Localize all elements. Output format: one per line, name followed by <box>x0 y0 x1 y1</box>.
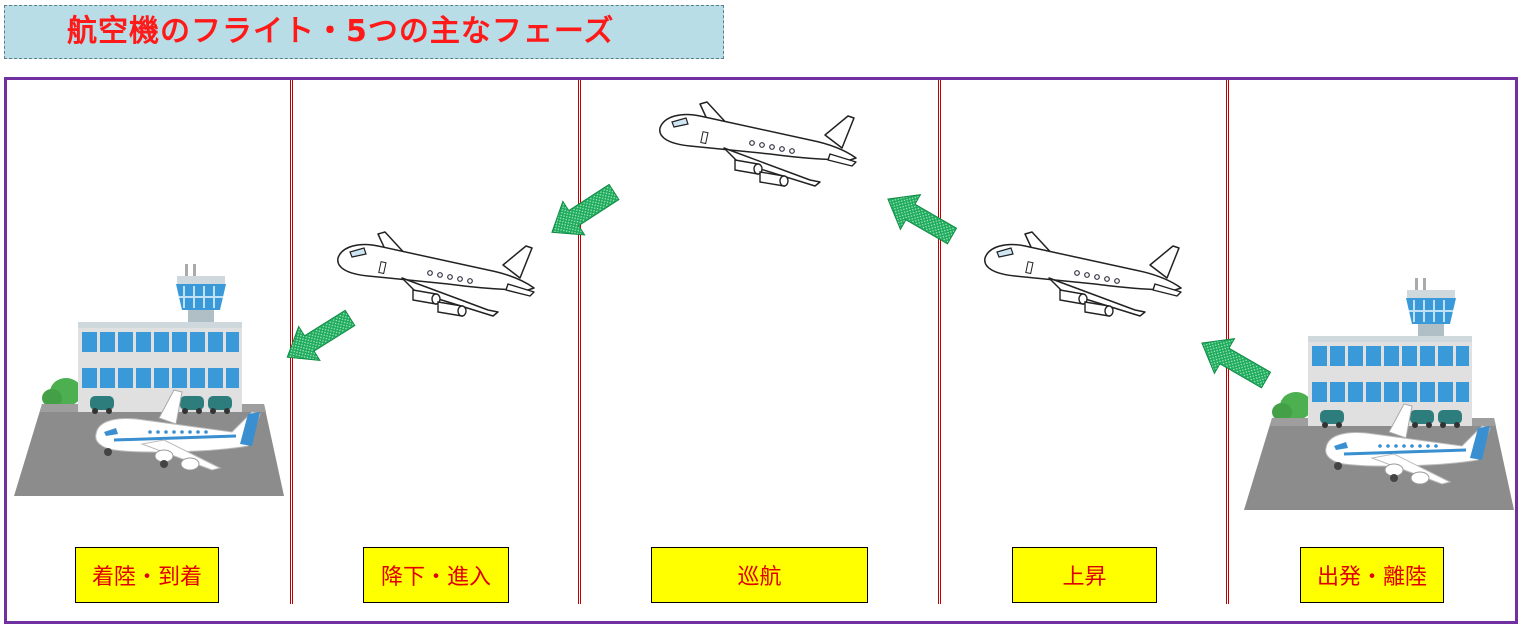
phase-label-cruise: 巡航 <box>651 547 868 603</box>
phase-divider <box>578 80 581 604</box>
arrow-to-descent <box>540 174 626 250</box>
phase-divider <box>938 80 941 604</box>
airport-departure-illustration <box>1242 276 1516 512</box>
arrow-to-climb <box>1191 325 1277 398</box>
airplane-descent <box>337 231 535 317</box>
airport-arrival-illustration <box>12 262 286 498</box>
arrow-to-cruise <box>877 181 963 254</box>
airplane-climb <box>984 231 1182 317</box>
phase-label-takeoff: 出発・離陸 <box>1300 547 1444 603</box>
airplane-cruise <box>659 101 857 187</box>
phase-label-landing: 着陸・到着 <box>75 547 219 603</box>
phase-label-descent: 降下・進入 <box>363 547 509 603</box>
phase-label-climb: 上昇 <box>1012 547 1157 603</box>
diagram-title: 航空機のフライト・5つの主なフェーズ <box>4 5 724 59</box>
arrow-to-arrival <box>276 300 362 375</box>
